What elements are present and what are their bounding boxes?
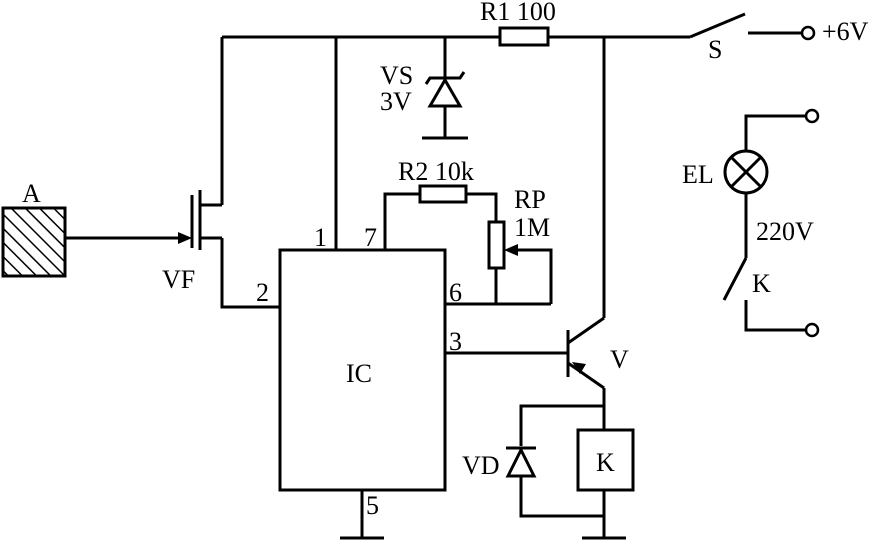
wire-fet-source xyxy=(220,238,280,309)
zener-label-value: 3V xyxy=(380,87,412,116)
mains-label: 220V xyxy=(756,217,814,246)
rp-label-value: 1M xyxy=(514,213,550,242)
sensor-signal-arrow xyxy=(65,232,192,244)
ic-pin-2: 2 xyxy=(256,278,269,307)
ic-pin-3: 3 xyxy=(449,327,462,356)
rp-label-name: RP xyxy=(514,185,546,214)
lamp-circuit: EL 220V K xyxy=(682,108,820,338)
supply-label: +6V xyxy=(822,17,869,46)
sensor-label: A xyxy=(22,179,41,208)
relay-coil-k: K xyxy=(576,428,635,492)
fet-vf: VF xyxy=(162,190,222,294)
zener-label-name: VS xyxy=(380,61,413,90)
r2-label: R2 10k xyxy=(398,157,474,186)
transistor-v: V xyxy=(566,316,629,390)
ic-chip: IC 1 7 2 6 3 5 xyxy=(256,223,462,520)
diode-label: VD xyxy=(462,451,500,480)
ic-label: IC xyxy=(346,359,372,388)
resistor-r1: R1 100 xyxy=(480,0,556,47)
lamp-label: EL xyxy=(682,160,714,189)
fet-label: VF xyxy=(162,265,195,294)
resistor-r2: R2 10k xyxy=(383,157,498,250)
ic-pin-6: 6 xyxy=(449,278,462,307)
ic-ground xyxy=(340,490,384,540)
relay-label: K xyxy=(596,448,615,477)
r1-label: R1 100 xyxy=(480,0,556,26)
potentiometer-rp: RP 1M xyxy=(487,185,553,304)
switch-s: S +6V xyxy=(689,12,869,64)
ic-pin-1: 1 xyxy=(314,223,327,252)
zener-vs: VS 3V xyxy=(380,37,468,140)
ic-pin-5: 5 xyxy=(366,491,379,520)
transistor-label: V xyxy=(610,345,629,374)
sensor-a: A xyxy=(1,179,67,278)
relay-contact-label: K xyxy=(752,269,771,298)
ic-pin-7: 7 xyxy=(364,223,377,252)
switch-label: S xyxy=(708,35,722,64)
diode-vd: VD xyxy=(462,404,604,518)
